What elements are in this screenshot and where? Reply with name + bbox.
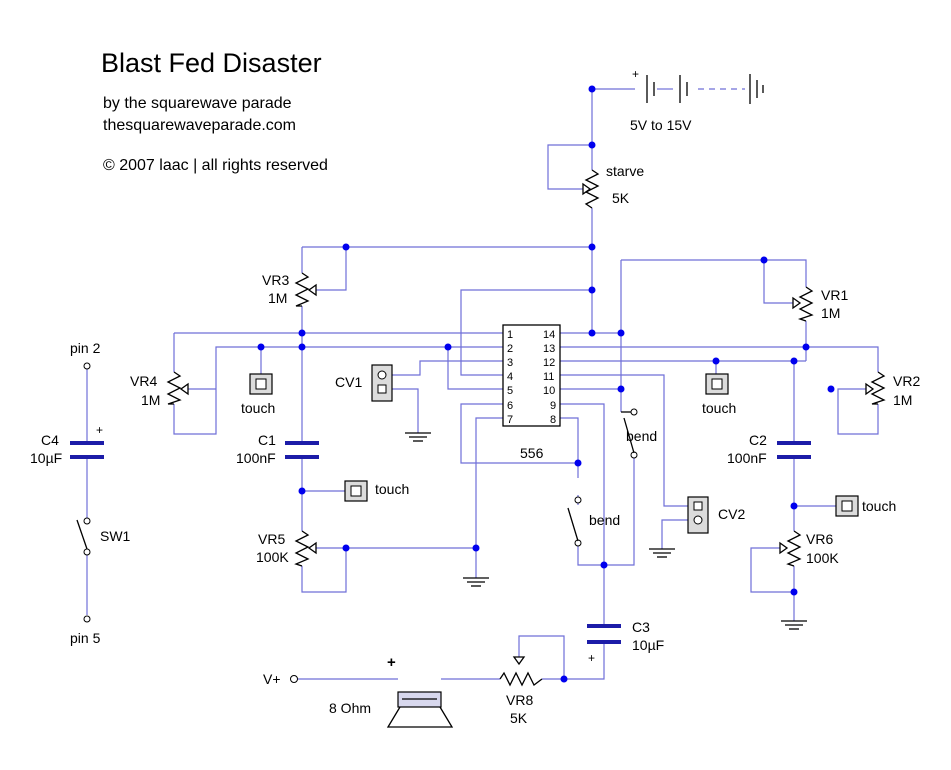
ic-pin-label: 9 bbox=[550, 400, 556, 412]
c1-name: C1 bbox=[258, 432, 276, 448]
vr4-value: 1M bbox=[141, 392, 160, 408]
ic-556: 1 2 3 4 5 6 7 14 13 12 11 10 9 8 bbox=[502, 324, 561, 427]
vr5-name: VR5 bbox=[258, 531, 285, 547]
website: thesquarewaveparade.com bbox=[103, 117, 297, 134]
vr5-value: 100K bbox=[256, 549, 289, 565]
vr4-pot bbox=[166, 371, 189, 405]
ground-icon bbox=[463, 577, 489, 587]
ic-pin-label: 13 bbox=[543, 343, 555, 355]
c4-capacitor bbox=[70, 441, 104, 459]
wires bbox=[86, 88, 879, 680]
pin-2-label: pin 2 bbox=[70, 340, 101, 356]
vr2-name: VR2 bbox=[893, 373, 920, 389]
ic-pin-label: 2 bbox=[507, 343, 513, 355]
vr5-pot bbox=[294, 530, 317, 567]
junctions bbox=[257, 85, 835, 683]
vr6-pot bbox=[779, 530, 802, 567]
vplus-label: V+ bbox=[263, 671, 281, 687]
c1-value: 100nF bbox=[236, 450, 276, 466]
speaker-plus: + bbox=[387, 654, 396, 671]
ic-pin-label: 1 bbox=[507, 329, 513, 341]
c3-value: 10µF bbox=[632, 637, 664, 653]
touch-label: touch bbox=[862, 498, 896, 514]
ground-icon bbox=[649, 548, 675, 558]
battery-plus: + bbox=[632, 67, 639, 81]
ic-pin-label: 8 bbox=[550, 414, 556, 426]
vr8-value: 5K bbox=[510, 710, 528, 726]
vr1-value: 1M bbox=[821, 305, 840, 321]
c3-name: C3 bbox=[632, 619, 650, 635]
c3-capacitor bbox=[587, 624, 621, 644]
c4-name: C4 bbox=[41, 432, 59, 448]
ic-pin-label: 7 bbox=[507, 414, 513, 426]
c2-name: C2 bbox=[749, 432, 767, 448]
vr3-pot bbox=[294, 272, 317, 307]
ic-pin-label: 6 bbox=[507, 400, 513, 412]
touch-label: touch bbox=[241, 400, 275, 416]
vr2-pot bbox=[865, 371, 886, 405]
byline: by the squarewave parade bbox=[103, 95, 292, 112]
schematic-title: Blast Fed Disaster bbox=[101, 48, 322, 78]
speaker-icon bbox=[386, 691, 454, 728]
bend-label: bend bbox=[589, 512, 620, 528]
vr6-value: 100K bbox=[806, 550, 839, 566]
starve-label: starve bbox=[606, 163, 644, 179]
vr1-name: VR1 bbox=[821, 287, 848, 303]
ic-pin-label: 4 bbox=[507, 371, 513, 383]
ic-pin-label: 12 bbox=[543, 357, 555, 369]
touch-label: touch bbox=[375, 481, 409, 497]
ic-name: 556 bbox=[520, 445, 544, 461]
cv2-label: CV2 bbox=[718, 506, 745, 522]
vr3-name: VR3 bbox=[262, 272, 289, 288]
cv1-label: CV1 bbox=[335, 374, 362, 390]
ground-icon bbox=[781, 620, 807, 630]
touch-label: touch bbox=[702, 400, 736, 416]
vr6-name: VR6 bbox=[806, 531, 833, 547]
bend-switch bbox=[621, 408, 638, 459]
touch-pad bbox=[705, 373, 729, 395]
vplus-terminal bbox=[290, 675, 298, 683]
ic-pin-label: 3 bbox=[507, 357, 513, 369]
c4-plus: + bbox=[96, 423, 103, 437]
bend-switch bbox=[567, 496, 582, 547]
ic-pin-label: 14 bbox=[543, 329, 555, 341]
starve-value: 5K bbox=[612, 190, 630, 206]
vr8-pot bbox=[499, 656, 543, 687]
c3-plus: + bbox=[588, 651, 595, 665]
cv2-connector bbox=[687, 496, 709, 534]
touch-pad bbox=[249, 373, 273, 395]
sw1-switch bbox=[76, 362, 91, 623]
ic-pin-label: 10 bbox=[543, 385, 555, 397]
c4-value: 10µF bbox=[30, 450, 62, 466]
cv1-connector bbox=[371, 364, 393, 402]
ic-pin-label: 5 bbox=[507, 385, 513, 397]
vr4-name: VR4 bbox=[130, 373, 157, 389]
copyright: © 2007 laac | all rights reserved bbox=[103, 157, 328, 174]
pin-5-label: pin 5 bbox=[70, 630, 101, 646]
vr2-value: 1M bbox=[893, 392, 912, 408]
vr8-name: VR8 bbox=[506, 692, 533, 708]
vr1-pot bbox=[792, 286, 814, 322]
battery bbox=[646, 74, 764, 104]
ic-pin-label: 11 bbox=[543, 371, 554, 383]
supply-voltage-label: 5V to 15V bbox=[630, 117, 692, 133]
sw1-label: SW1 bbox=[100, 528, 131, 544]
starve-pot bbox=[582, 169, 600, 209]
touch-pad bbox=[835, 495, 859, 517]
speaker-label: 8 Ohm bbox=[329, 700, 371, 716]
ground-icon bbox=[405, 432, 431, 442]
vr3-value: 1M bbox=[268, 290, 287, 306]
c2-value: 100nF bbox=[727, 450, 767, 466]
c2-capacitor bbox=[777, 441, 811, 459]
bend-label: bend bbox=[626, 428, 657, 444]
touch-pad bbox=[344, 480, 368, 502]
c1-capacitor bbox=[285, 441, 319, 459]
